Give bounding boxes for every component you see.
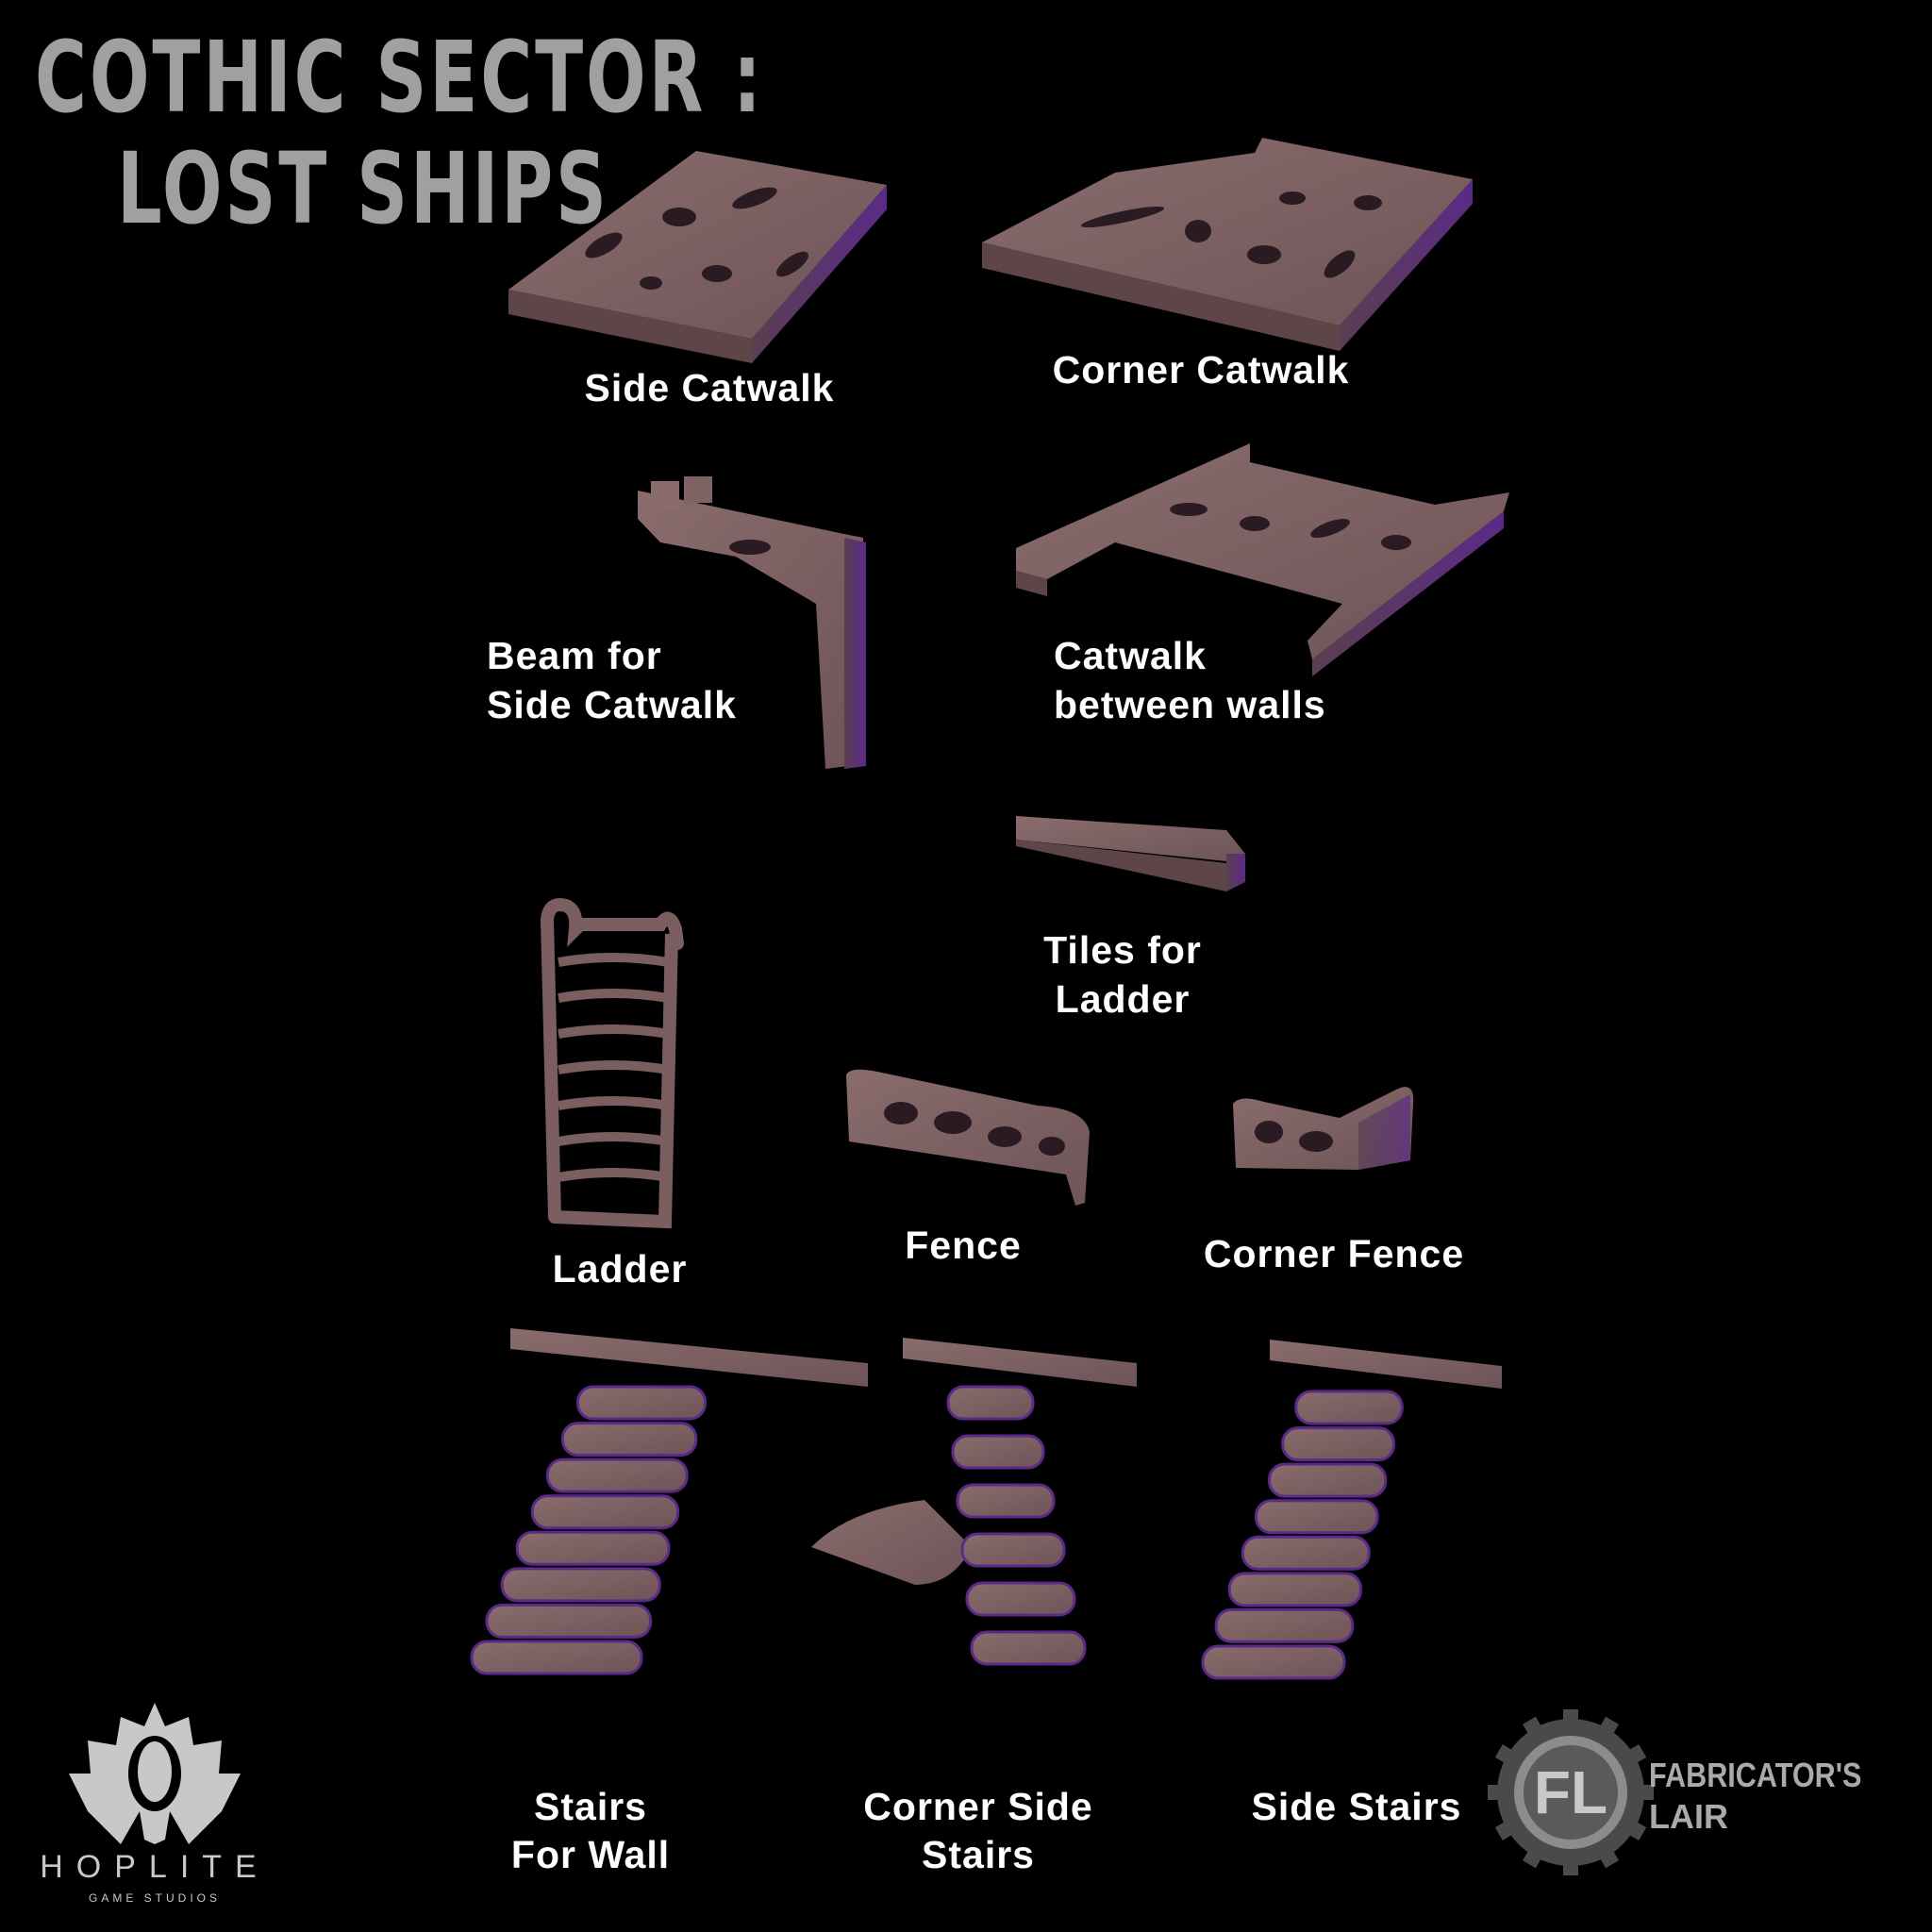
label-stairs-wall-line-1: Stairs <box>534 1785 647 1828</box>
catwalk-between-walls-model <box>1016 443 1509 676</box>
beam-model <box>638 476 866 769</box>
gear-tooth <box>1622 1818 1647 1840</box>
stair-step <box>530 1494 680 1530</box>
stair-step <box>951 1434 1045 1470</box>
corner-side-stairs-model <box>811 1338 1137 1666</box>
stair-step <box>970 1630 1087 1666</box>
fabricator-line-1: FABRICATOR'S <box>1649 1756 1862 1794</box>
hoplite-name: HOPLITE <box>40 1849 270 1885</box>
label-tiles-line-2: Ladder <box>1055 977 1191 1021</box>
gear-tooth <box>1635 1785 1654 1800</box>
stair-step <box>946 1385 1035 1421</box>
label-corner-fence: Corner Fence <box>1203 1232 1465 1275</box>
gear-tooth <box>1563 1857 1578 1875</box>
gear-tooth <box>1523 1716 1545 1741</box>
stair-step <box>515 1530 671 1566</box>
fabricators-lair-gear-logo <box>1488 1709 1654 1875</box>
ladder-model <box>540 898 684 1229</box>
gear-tooth <box>1494 1818 1520 1840</box>
title-line-1: COTHIC SECTOR : <box>35 20 764 135</box>
stair-step <box>1227 1572 1362 1607</box>
stair-step <box>965 1581 1076 1617</box>
stair-step <box>1241 1535 1371 1571</box>
gear-tooth <box>1488 1785 1507 1800</box>
label-fence: Fence <box>905 1224 1022 1267</box>
stair-step <box>1254 1499 1379 1535</box>
label-between-line-2: between walls <box>1054 683 1326 726</box>
gear-tooth <box>1596 1716 1619 1741</box>
fabricator-line-2: LAIR <box>1649 1797 1728 1836</box>
stair-step <box>470 1640 643 1675</box>
stair-step <box>1268 1462 1388 1498</box>
side-stairs-model <box>1201 1340 1502 1680</box>
stair-step <box>960 1532 1066 1568</box>
stair-step <box>1201 1644 1346 1680</box>
gear-tooth <box>1563 1709 1578 1728</box>
stair-step <box>560 1422 698 1457</box>
label-corner-side-line-2: Stairs <box>922 1833 1035 1876</box>
label-beam-line-1: Beam for <box>487 634 662 677</box>
fence-model <box>846 1069 1090 1206</box>
label-side-catwalk: Side Catwalk <box>584 366 835 409</box>
gear-tooth <box>1523 1843 1545 1869</box>
label-ladder: Ladder <box>552 1247 688 1291</box>
gear-tooth <box>1596 1843 1619 1869</box>
label-between-line-1: Catwalk <box>1054 634 1207 677</box>
stair-step <box>1294 1390 1404 1425</box>
label-tiles-line-1: Tiles for <box>1043 928 1202 972</box>
label-side-stairs: Side Stairs <box>1251 1785 1462 1828</box>
label-beam-line-2: Side Catwalk <box>487 683 737 726</box>
ladder-tile-model <box>1016 816 1245 891</box>
stair-step <box>956 1483 1056 1519</box>
title-line-2: LOST SHIPS <box>117 131 609 246</box>
gear-tooth <box>1622 1744 1647 1767</box>
corner-fence-model <box>1233 1087 1414 1170</box>
fl-mark: FL <box>1533 1758 1608 1826</box>
stair-step <box>1214 1607 1355 1643</box>
gear-tooth <box>1494 1744 1520 1767</box>
stair-step <box>485 1603 653 1639</box>
label-corner-side-line-1: Corner Side <box>863 1785 1093 1828</box>
side-catwalk-model <box>508 151 887 363</box>
stair-step <box>1281 1426 1395 1462</box>
stair-step <box>576 1385 707 1421</box>
label-stairs-wall-line-2: For Wall <box>510 1833 671 1876</box>
hoplite-helmet-logo <box>69 1703 241 1844</box>
hoplite-subtitle: GAME STUDIOS <box>88 1891 222 1905</box>
stairs-for-wall-model <box>470 1328 868 1675</box>
label-corner-catwalk: Corner Catwalk <box>1052 348 1350 391</box>
stair-step <box>545 1457 689 1493</box>
stair-step <box>500 1567 661 1603</box>
corner-catwalk-model <box>982 138 1473 351</box>
